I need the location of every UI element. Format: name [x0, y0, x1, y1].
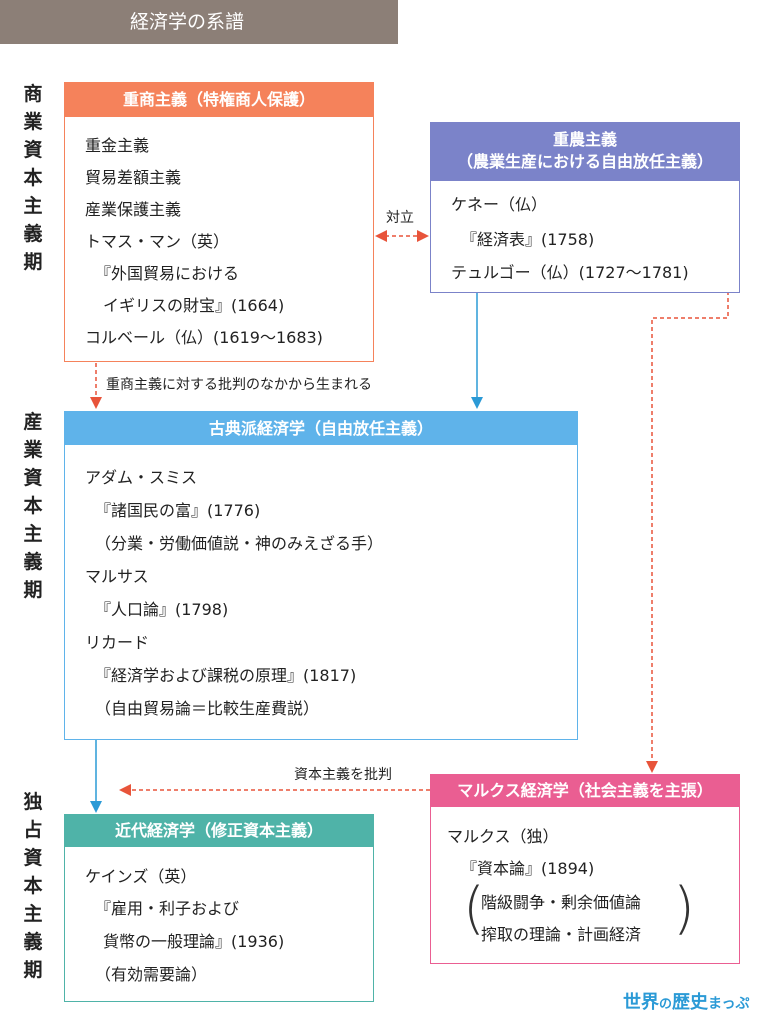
physiocracy-header: 重農主義 （農業生産における自由放任主義）: [431, 123, 739, 181]
physiocracy-title: 重農主義: [552, 130, 617, 149]
marxian-line: 階級闘争・剰余価値論: [481, 893, 642, 912]
period-label-monopoly: 独占資本主義期: [23, 791, 43, 981]
classical-line: （分業・労働価値説・神のみえざる手）: [95, 534, 384, 553]
modern-line: ケインズ（英）: [85, 867, 197, 886]
classical-line: （自由貿易論＝比較生産費説）: [95, 699, 320, 718]
logo-part: の: [659, 997, 673, 1012]
classical-line: 『諸国民の富』(1776): [95, 501, 261, 520]
logo-part: 世界: [623, 992, 659, 1013]
modern-line: （有効需要論）: [95, 965, 208, 984]
mercantilism-box: 重商主義（特権商人保護） 重金主義 貿易差額主義 産業保護主義 トマス・マン（英…: [64, 82, 374, 362]
marxian-title: マルクス経済学（社会主義を主張）: [431, 775, 739, 807]
marxian-line: 搾取の理論・計画経済: [481, 925, 642, 944]
modern-line: 『雇用・利子および: [95, 899, 240, 918]
right-paren: ): [673, 876, 695, 941]
classical-line: リカード: [85, 633, 150, 652]
period-label-mercantile: 商業資本主義期: [23, 83, 43, 273]
classical-line: マルサス: [85, 567, 149, 586]
mercantilism-line: イギリスの財宝』(1664): [103, 296, 285, 315]
logo-part: 歴史: [672, 992, 709, 1013]
opposition-label: 対立: [386, 210, 414, 226]
physiocracy-line: 『経済表』(1758): [461, 230, 595, 249]
born-from-label: 重商主義に対する批判のなかから生まれる: [106, 377, 372, 393]
site-logo: 世界の歴史まっぷ: [623, 988, 749, 1014]
mercantilism-line: 『外国貿易における: [95, 264, 240, 283]
classical-line: アダム・スミス: [85, 468, 198, 487]
classical-line: 『経済学および課税の原理』(1817): [95, 666, 357, 685]
mercantilism-line: トマス・マン（英）: [85, 232, 230, 251]
physiocracy-subtitle: （農業生産における自由放任主義）: [456, 152, 713, 171]
logo-part: まっぷ: [708, 996, 750, 1012]
critique-label: 資本主義を批判: [294, 767, 392, 783]
mercantilism-line: 貿易差額主義: [85, 168, 182, 187]
page-title: 経済学の系譜: [0, 0, 398, 44]
modern-box: 近代経済学（修正資本主義） ケインズ（英） 『雇用・利子および 貨幣の一般理論』…: [64, 814, 374, 1002]
mercantilism-line: コルベール（仏）(1619〜1683): [85, 328, 323, 347]
tableau-to-marxian-arrow: [622, 235, 729, 773]
mercantilism-line: 重金主義: [85, 136, 150, 155]
physiocracy-box: 重農主義 （農業生産における自由放任主義） ケネー（仏） 『経済表』(1758)…: [430, 122, 740, 293]
marxian-line: 『資本論』(1894): [461, 859, 595, 878]
marxian-box: マルクス経済学（社会主義を主張） マルクス（独） 『資本論』(1894) 階級闘…: [430, 774, 740, 964]
modern-line: 貨幣の一般理論』(1936): [103, 932, 285, 951]
classical-line: 『人口論』(1798): [95, 600, 229, 619]
period-label-industrial: 産業資本主義期: [23, 411, 43, 601]
mercantilism-title: 重商主義（特権商人保護）: [65, 83, 373, 117]
left-paren: (: [463, 876, 485, 941]
marxian-line: マルクス（独）: [447, 827, 559, 846]
physiocracy-line: テュルゴー（仏）(1727〜1781): [451, 263, 689, 282]
classical-box: 古典派経済学（自由放任主義） アダム・スミス 『諸国民の富』(1776) （分業…: [64, 411, 578, 740]
mercantilism-line: 産業保護主義: [85, 200, 182, 219]
modern-title: 近代経済学（修正資本主義）: [65, 815, 373, 847]
physiocracy-line: ケネー（仏）: [451, 195, 548, 214]
classical-title: 古典派経済学（自由放任主義）: [65, 412, 577, 445]
